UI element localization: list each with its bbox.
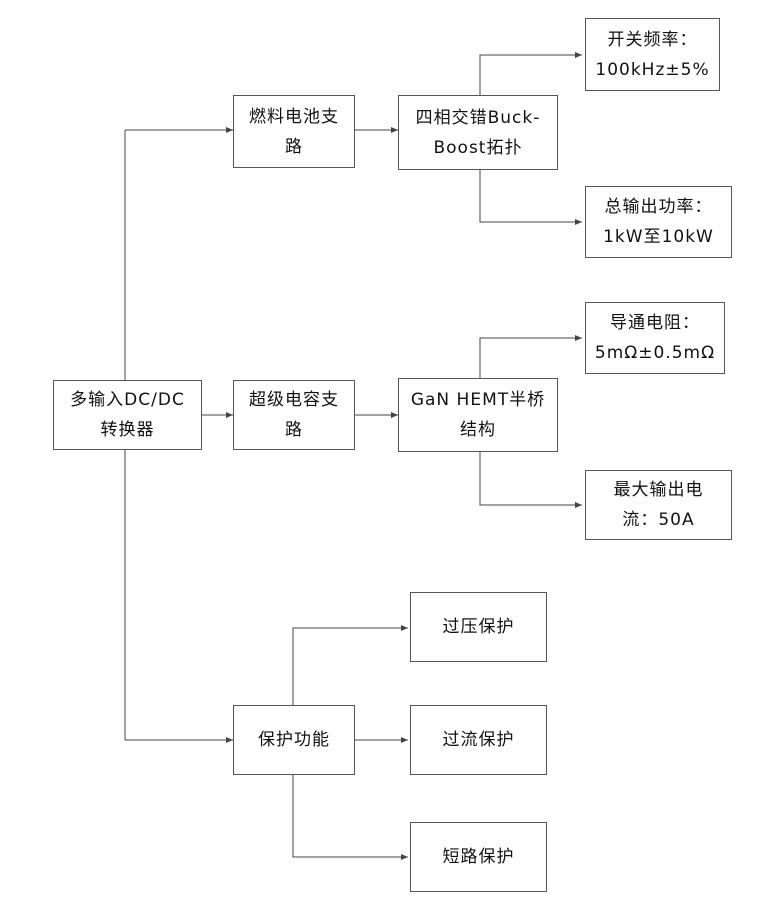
overvoltage-box: 过压保护 — [410, 592, 547, 662]
fuel-cell-branch-box: 燃料电池支路 — [233, 95, 355, 168]
supercap-line-2: 路 — [285, 420, 303, 440]
short-circuit-label: 短路保护 — [443, 847, 515, 867]
main-converter-box: 多输入DC/DC 转换器 — [53, 380, 202, 450]
supercap-line-1: 超级电容支 — [249, 390, 339, 410]
on-resistance-line-2: 5mΩ±0.5mΩ — [595, 343, 715, 363]
main-converter-line-1: 多输入DC/DC — [70, 390, 185, 410]
buck-boost-line-2: Boost拓扑 — [433, 138, 522, 158]
overcurrent-box: 过流保护 — [410, 705, 547, 775]
total-power-box: 总输出功率： 1kW至10kW — [585, 186, 732, 258]
supercap-branch-box: 超级电容支路 — [233, 380, 355, 450]
short-circuit-box: 短路保护 — [410, 822, 547, 892]
gan-box: GaN HEMT半桥结构 — [398, 378, 558, 452]
gan-branch — [480, 338, 582, 378]
main-converter-line-2: 转换器 — [101, 420, 155, 440]
switch-frequency-box: 开关频率： 100kHz±5% — [585, 18, 720, 91]
buck-boost-line-1: 四相交错Buck- — [416, 108, 541, 128]
total-power-line-1: 总输出功率： — [604, 197, 712, 217]
gan-line-1: GaN HEMT半桥 — [411, 390, 545, 410]
on-resistance-box: 导通电阻： 5mΩ±0.5mΩ — [585, 302, 725, 374]
gan-line-2: 结构 — [460, 420, 496, 440]
max-current-box: 最大输出电流：50A — [585, 470, 732, 540]
protection-box: 保护功能 — [233, 705, 355, 775]
switch-frequency-line-2: 100kHz±5% — [595, 60, 709, 80]
buck-boost-branch — [480, 55, 582, 95]
buck-boost-branch-2 — [480, 170, 582, 222]
overvoltage-label: 过压保护 — [443, 617, 515, 637]
on-resistance-line-1: 导通电阻： — [610, 313, 700, 333]
fuel-cell-line-1: 燃料电池支 — [249, 107, 339, 127]
protection-branch-up — [293, 628, 408, 705]
switch-frequency-line-1: 开关频率： — [608, 30, 698, 50]
protection-branch-down — [293, 775, 408, 857]
fuel-cell-line-2: 路 — [285, 137, 303, 157]
overcurrent-label: 过流保护 — [443, 730, 515, 750]
protection-label: 保护功能 — [258, 730, 330, 750]
gan-branch-2 — [480, 452, 582, 505]
buck-boost-box: 四相交错Buck- Boost拓扑 — [398, 95, 558, 170]
total-power-line-2: 1kW至10kW — [603, 227, 714, 247]
max-current-line-1: 最大输出电 — [614, 480, 704, 500]
max-current-line-2: 流：50A — [622, 510, 694, 530]
